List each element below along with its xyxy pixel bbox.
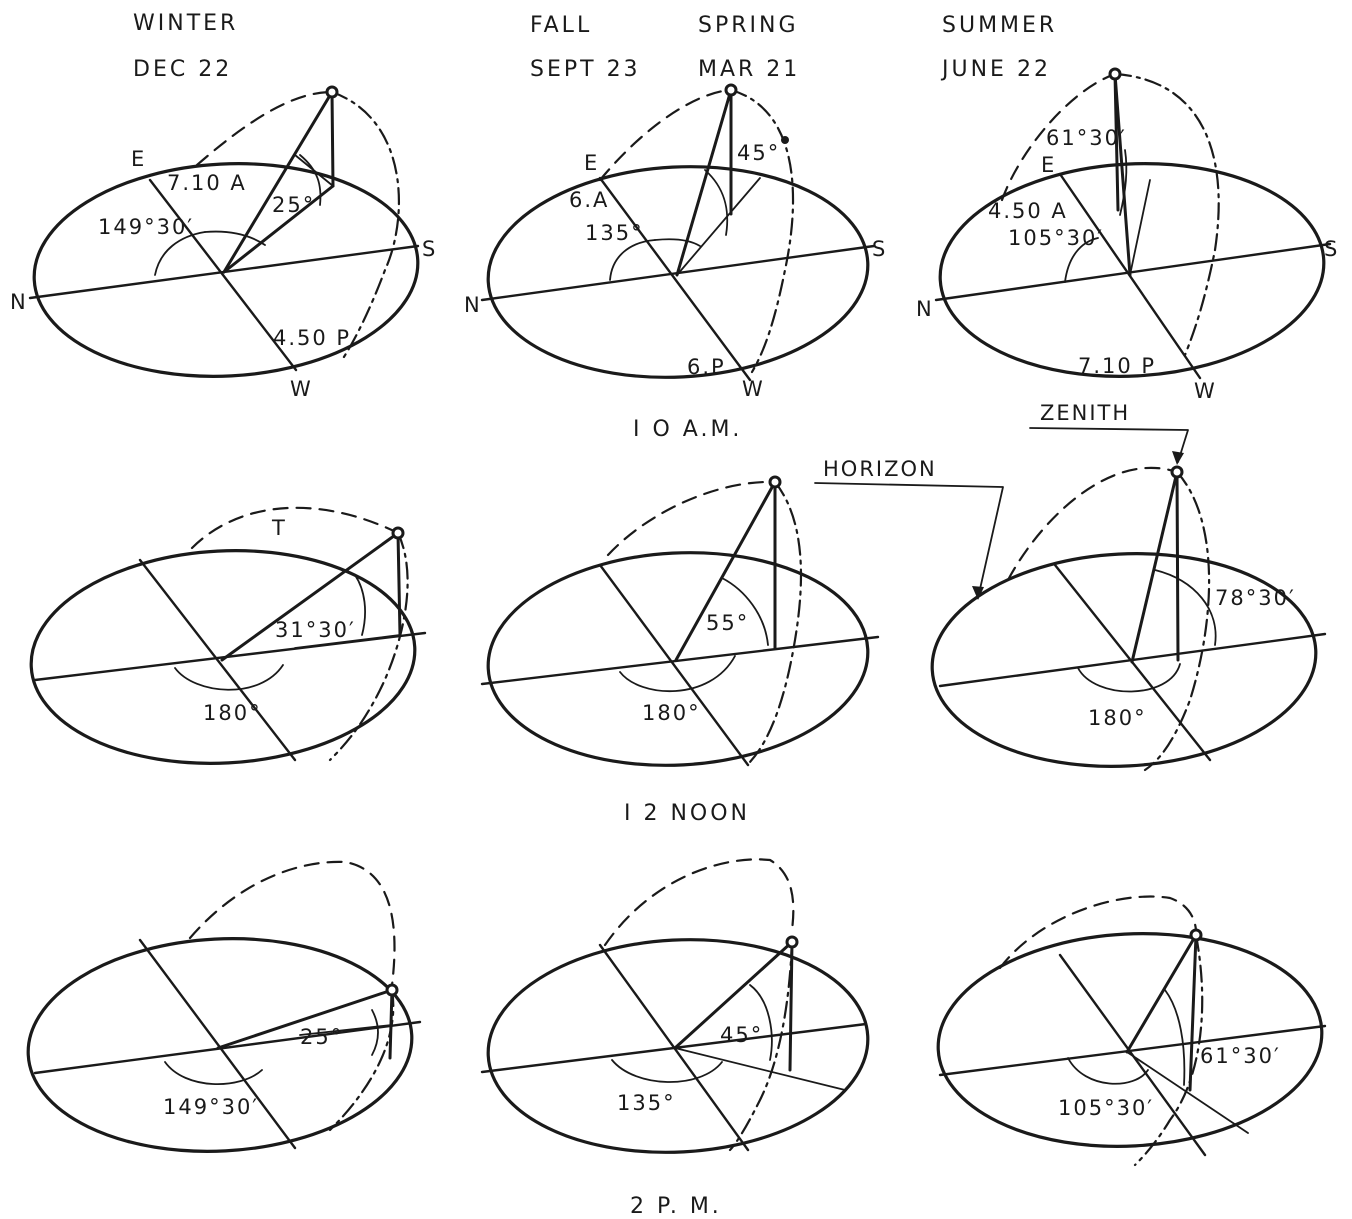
equinox-10am-south: S [872,237,887,261]
equinox-2pm-altitude: 45° [720,1023,763,1047]
panel-equinox-2pm: 45° 135° [480,858,870,1154]
summer-noon-altitude: 78°30′ [1215,586,1296,610]
winter-noon-azimuth: 180° [203,701,262,725]
header-spring-season: SPRING [698,13,799,38]
summer-10am-sunset: 7.10 P [1078,354,1156,378]
equinox-10am-west: W [742,377,765,401]
header-summer-date: JUNE 22 [940,57,1051,82]
summer-10am-altitude: 61°30′ [1046,126,1127,150]
column-headers: WINTER DEC 22 FALL SEPT 23 SPRING MAR 21… [133,11,1057,82]
equinox-10am-altitude: 45° [737,141,780,165]
winter-noon-path-mark: T [271,516,287,540]
panel-summer-10am: E N S W 4.50 A 7.10 P 61°30′ 105°30′ [916,67,1339,403]
equinox-10am-sunset: 6.P [687,355,726,379]
summer-10am-north: N [916,297,934,321]
panel-summer-noon: 78°30′ 180° [930,465,1327,772]
equinox-10am-azimuth: 135° [585,221,644,245]
equinox-10am-sunrise: 6.A [569,188,609,212]
summer-2pm-azimuth: 105°30′ [1058,1096,1154,1120]
equinox-noon-azimuth: 180° [642,701,701,725]
panel-equinox-10am: E N S W 6.A 6.P 45° 135° [464,83,887,401]
row-label-10am: I O A.M. [633,417,742,442]
panel-equinox-noon: 55° 180° [480,475,880,767]
header-summer-season: SUMMER [942,13,1057,38]
winter-noon-altitude: 31°30′ [275,618,356,642]
header-fall-date: SEPT 23 [530,57,641,82]
panel-winter-2pm: 25° 149°30′ [26,860,422,1153]
panel-winter-10am: E N S W 7.10 A 4.50 P 25° 149°30′ [10,85,437,401]
equinox-10am-east: E [584,151,599,175]
panel-winter-noon: T 31°30′ 180° [29,506,427,765]
winter-10am-azimuth: 149°30′ [98,215,194,239]
winter-10am-altitude: 25° [272,193,315,217]
summer-10am-south: S [1324,237,1339,261]
summer-10am-east: E [1041,153,1056,177]
horizon-label: HORIZON [823,457,937,481]
zenith-callout: ZENITH [1029,401,1189,465]
winter-10am-west: W [290,377,313,401]
equinox-10am-north: N [464,293,482,317]
zenith-label: ZENITH [1040,401,1130,425]
winter-10am-north: N [10,290,28,314]
equinox-noon-altitude: 55° [706,611,749,635]
winter-2pm-azimuth: 149°30′ [163,1095,259,1119]
winter-10am-east: E [131,147,146,171]
summer-10am-sunrise: 4.50 A [988,199,1068,223]
winter-10am-sunset: 4.50 P [273,326,351,350]
horizon-callout: HORIZON [814,457,1004,600]
winter-10am-sunrise: 7.10 A [167,171,247,195]
summer-2pm-altitude: 61°30′ [1200,1044,1281,1068]
row-label-noon: I 2 NOON [624,801,750,826]
summer-10am-west: W [1194,379,1217,403]
winter-10am-south: S [422,237,437,261]
summer-noon-azimuth: 180° [1088,706,1147,730]
header-winter-season: WINTER [133,11,238,36]
summer-10am-azimuth: 105°30′ [1008,226,1104,250]
winter-2pm-altitude: 25° [300,1025,343,1049]
header-winter-date: DEC 22 [133,57,232,82]
equinox-2pm-azimuth: 135° [617,1091,676,1115]
row-label-2pm: 2 P. M. [630,1194,722,1219]
panel-summer-2pm: 61°30′ 105°30′ [936,895,1327,1167]
header-fall-season: FALL [530,13,592,38]
header-spring-date: MAR 21 [698,57,800,82]
